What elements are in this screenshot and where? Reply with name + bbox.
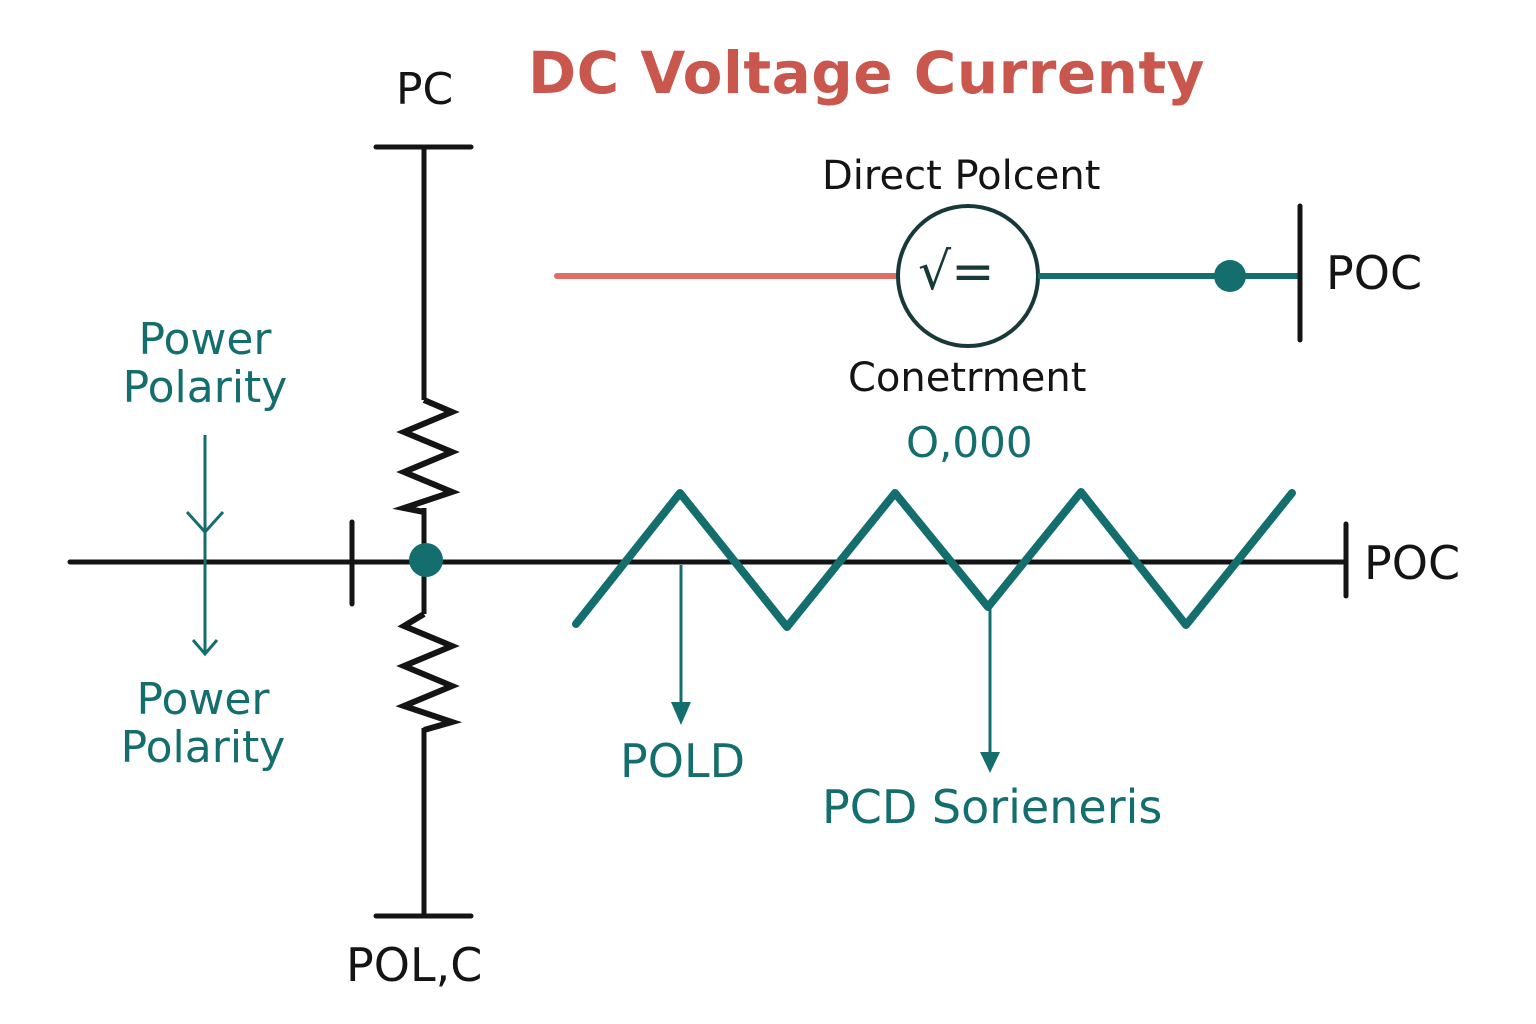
power-polarity-top-line1: Power [138,314,272,365]
resistor-icon [395,611,463,733]
power-polarity-bottom-line2: Polarity [120,722,286,774]
power-polarity-bottom-label: Power Polarity [108,674,298,774]
right-terminal-lower-label: POC [1364,536,1461,590]
arrow-down-icon [191,639,219,657]
top-terminal-label: PC [396,64,454,115]
power-polarity-top-line2: Polarity [122,362,288,414]
source-value: O,000 [906,418,1033,467]
junction-dot-icon [409,543,443,577]
resistor-icon [392,397,461,515]
bottom-terminal-label: POL,C [346,938,483,992]
source-top-label: Direct Polcent [822,153,1101,199]
pcd-label: PCD Sorieneris [822,780,1163,834]
right-terminal-upper-label: POC [1326,246,1423,300]
triangle-wave-icon [572,488,1296,631]
junction-dot-icon [1214,260,1246,292]
power-polarity-bottom-line1: Power [136,674,270,725]
source-bottom-label: Conetrment [848,355,1087,401]
arrow-down-icon [671,702,691,725]
diagram-title: DC Voltage Currenty [528,39,1205,107]
arrow-down-icon [980,752,1000,773]
power-polarity-top-label: Power Polarity [110,314,300,414]
source-symbol: √= [918,242,995,302]
pold-label: POLD [620,734,745,788]
arrow-down-icon [185,510,225,535]
